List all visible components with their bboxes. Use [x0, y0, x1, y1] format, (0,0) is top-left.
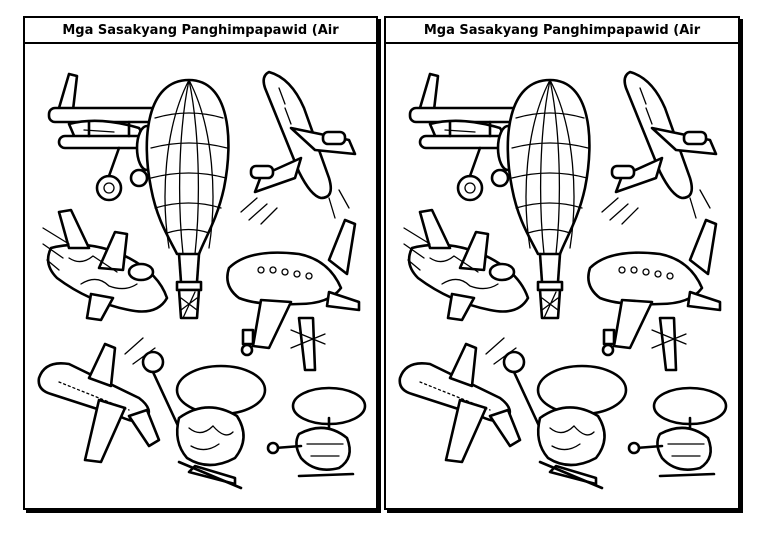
aircraft-coloring-illustration-icon [390, 48, 733, 504]
worksheet-title: Mga Sasakyang Panghimpapawid (Air [386, 18, 738, 44]
worksheet-title: Mga Sasakyang Panghimpapawid (Air [25, 18, 376, 44]
worksheet-panel-left: Mga Sasakyang Panghimpapawid (Air [23, 16, 378, 510]
aircraft-coloring-illustration-icon [29, 48, 372, 504]
worksheet-panel-right: Mga Sasakyang Panghimpapawid (Air [384, 16, 740, 510]
